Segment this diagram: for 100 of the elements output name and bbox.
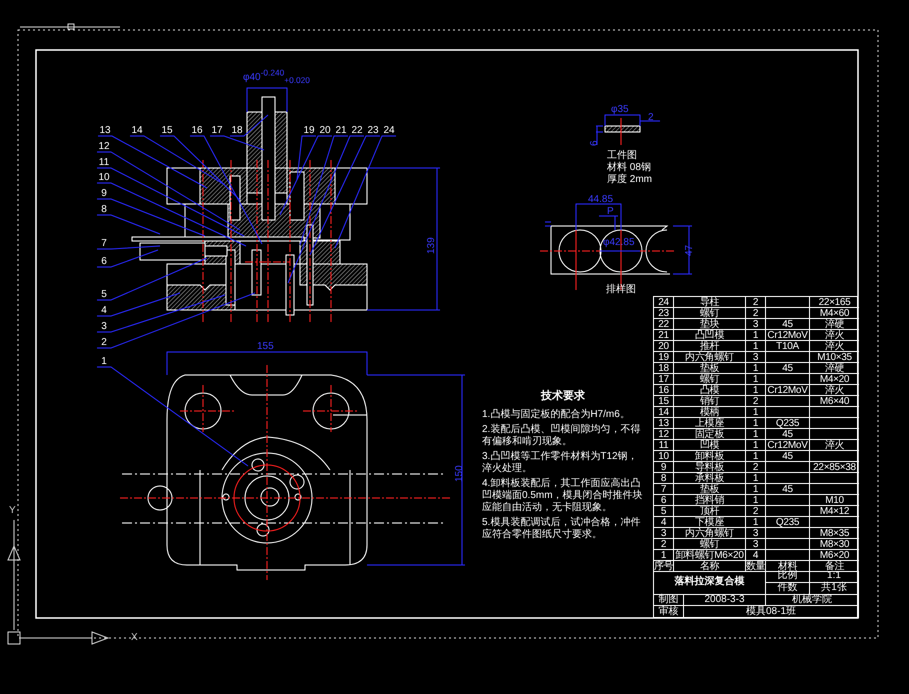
table-cell: 淬火 <box>810 330 859 341</box>
table-cell: 1 <box>746 363 766 374</box>
table-cell: 1 <box>746 495 766 506</box>
leader-line <box>280 136 332 216</box>
leader-line <box>98 136 208 188</box>
table-cell: M4×12 <box>810 506 859 517</box>
table-cell: 1 <box>746 440 766 451</box>
callout-number: 9 <box>97 188 111 199</box>
callout-number: 5 <box>97 289 111 300</box>
table-cell: Q235 <box>766 517 810 528</box>
table-cell: 45 <box>766 319 810 330</box>
table-cell: 螺钉 <box>674 539 746 550</box>
table-cell: 导料板 <box>674 462 746 473</box>
table-cell: 顶杆 <box>674 506 746 517</box>
table-cell: 1 <box>746 484 766 495</box>
leader-line <box>160 136 240 200</box>
table-cell: M6×40 <box>810 396 859 407</box>
table-cell: 20 <box>654 341 674 352</box>
table-cell: 3 <box>746 319 766 330</box>
table-cell: 9 <box>654 462 674 473</box>
table-cell: 1 <box>654 550 674 561</box>
table-cell: 1 <box>746 517 766 528</box>
callout-number: 4 <box>97 305 111 316</box>
table-cell: 18 <box>654 363 674 374</box>
table-cell: 1 <box>746 374 766 385</box>
drawing-caption: 排样图 <box>606 284 636 295</box>
leader-line <box>96 152 240 230</box>
table-cell: 垫板 <box>674 363 746 374</box>
table-cell: 6 <box>654 495 674 506</box>
axis-letter: Y <box>9 505 16 516</box>
callout-number: 3 <box>97 321 111 332</box>
table-cell: 承料板 <box>674 473 746 484</box>
table-cell: 名称 <box>674 561 746 572</box>
table-cell: 上模座 <box>674 418 746 429</box>
leader-line <box>230 114 268 136</box>
table-cell: 2 <box>746 308 766 319</box>
table-cell: 1 <box>746 341 766 352</box>
requirement-text: 3.凸凹模等工作零件材料为T12钢，淬火处理。 <box>482 451 639 475</box>
callout-number: 21 <box>334 125 348 136</box>
callout-number: 20 <box>318 125 332 136</box>
table-cell: 螺钉 <box>674 308 746 319</box>
table-cell: 材料 <box>766 561 810 572</box>
dimension-text: 2 <box>648 112 654 123</box>
table-cell: 45 <box>766 451 810 462</box>
table-cell: 卸料板 <box>674 451 746 462</box>
dimension-text: P <box>607 206 614 217</box>
callout-number: 10 <box>97 172 111 183</box>
table-cell: 螺钉 <box>674 374 746 385</box>
table-cell: 导柱 <box>674 297 746 308</box>
table-cell: 16 <box>654 385 674 396</box>
title-block-cell: 2008-3-3 <box>684 594 766 606</box>
callout-number: 14 <box>130 125 144 136</box>
table-cell: 45 <box>766 429 810 440</box>
table-cell: Cr12MoV <box>766 440 810 451</box>
table-cell: 1 <box>746 407 766 418</box>
table-cell: 2 <box>746 506 766 517</box>
table-cell: 1 <box>746 418 766 429</box>
table-cell: 4 <box>746 550 766 561</box>
table-cell: 3 <box>746 539 766 550</box>
table-cell: T10A <box>766 341 810 352</box>
table-cell: 8 <box>654 473 674 484</box>
table-cell: 10 <box>654 451 674 462</box>
table-cell: 23 <box>654 308 674 319</box>
table-cell: 凸模 <box>674 385 746 396</box>
callout-number: 22 <box>350 125 364 136</box>
callout-number: 15 <box>160 125 174 136</box>
table-cell: M4×20 <box>810 374 859 385</box>
table-cell: M8×35 <box>810 528 859 539</box>
table-cell: 4 <box>654 517 674 528</box>
table-cell: 7 <box>654 484 674 495</box>
table-cell: 数量 <box>746 561 766 572</box>
table-cell: 17 <box>654 374 674 385</box>
leader-line <box>96 214 160 234</box>
section-heading: 技术要求 <box>540 388 586 403</box>
callout-number: 16 <box>190 125 204 136</box>
leader-line <box>96 182 246 246</box>
table-cell: 1 <box>746 451 766 462</box>
dimension-text: 139 <box>426 237 437 254</box>
table-cell: 21 <box>654 330 674 341</box>
callout-number: 6 <box>97 256 111 267</box>
requirement-text: 1.凸模与固定板的配合为H7/m6。 <box>482 409 631 421</box>
table-cell: 22×85×38 <box>810 462 859 473</box>
table-cell: 淬火 <box>810 440 859 451</box>
leader-line <box>96 366 248 466</box>
table-cell: M6×20 <box>810 550 859 561</box>
leader-line <box>300 136 348 246</box>
table-cell: 19 <box>654 352 674 363</box>
table-cell: 淬火 <box>810 341 859 352</box>
leader-line <box>96 292 180 316</box>
table-cell: 3 <box>654 528 674 539</box>
leader-line <box>96 258 208 300</box>
table-cell: 模柄 <box>674 407 746 418</box>
table-cell: 1 <box>746 473 766 484</box>
leader-line <box>96 250 158 268</box>
drawing-caption: 工件图 <box>607 150 637 161</box>
table-cell: 内六角螺钉 <box>674 528 746 539</box>
table-cell: 淬硬 <box>810 363 859 374</box>
table-cell: Q235 <box>766 418 810 429</box>
dimension-text: φ35 <box>611 104 629 115</box>
callout-number: 1 <box>97 356 111 367</box>
